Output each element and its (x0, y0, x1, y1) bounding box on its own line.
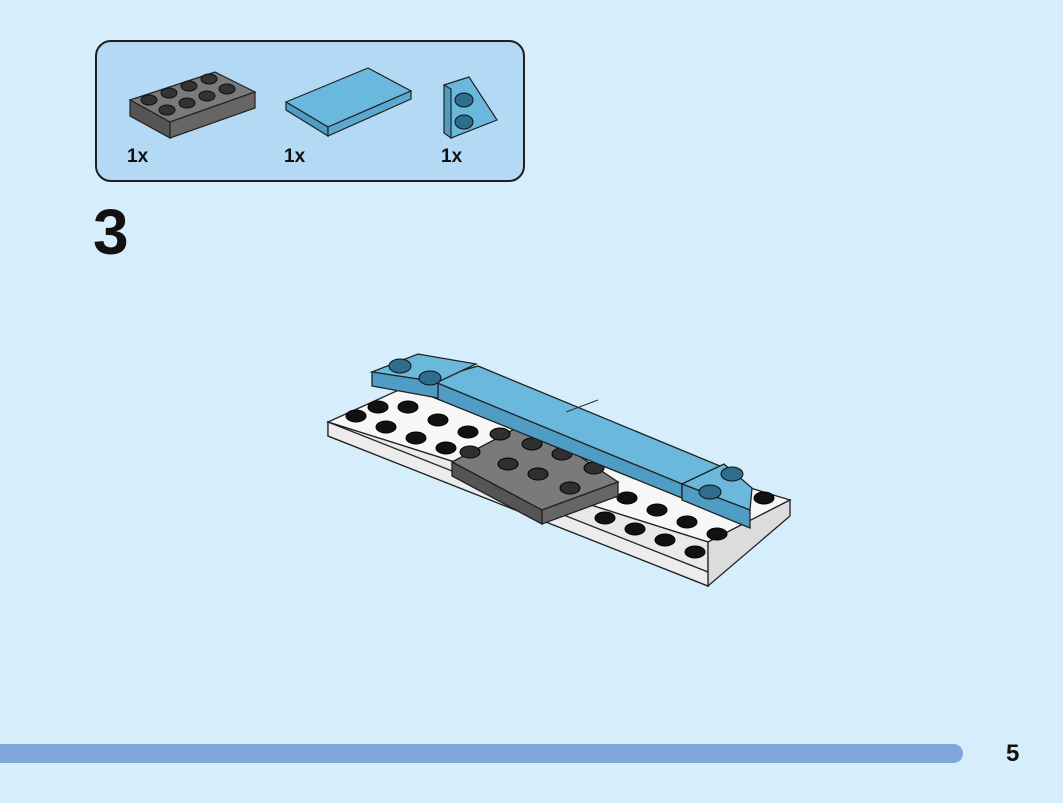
part-quantity: 1x (127, 146, 149, 167)
part-quantity: 1x (284, 146, 306, 167)
left-azure-wedge-plate (369, 353, 479, 399)
parts-list-callout: 1x 1x 1x (95, 40, 525, 182)
dark-gray-plate (450, 421, 620, 526)
right-azure-wedge-plate (680, 463, 753, 529)
part-quantity: 1x (441, 146, 463, 167)
page-progress-bar (0, 744, 963, 763)
assembled-model-illustration (326, 353, 792, 588)
step-number: 3 (93, 196, 129, 268)
medium-azure-tile-2x4-icon (284, 67, 413, 138)
page-number: 5 (1006, 740, 1020, 767)
medium-azure-wedge-plate-icon (443, 76, 498, 140)
dark-gray-plate-2x4-icon (128, 71, 257, 140)
